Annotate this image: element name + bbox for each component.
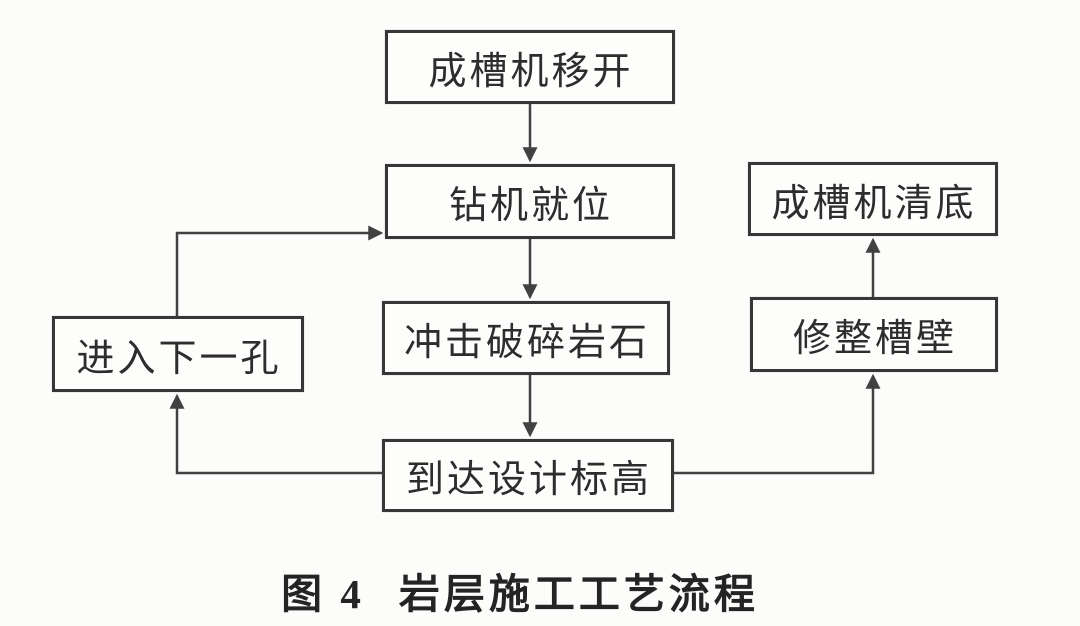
figure-caption: 图 4 岩层施工工艺流程 xyxy=(0,560,1040,620)
edge-elevation-to-trim-wall xyxy=(674,373,881,475)
figure-number: 图 4 xyxy=(281,571,365,617)
node-label: 进入下一孔 xyxy=(76,337,282,380)
node-drill-rig-in-position: 钻机就位 xyxy=(385,164,675,239)
node-label: 钻机就位 xyxy=(448,185,613,227)
node-label: 成槽机移开 xyxy=(428,50,634,93)
node-trench-machine-move-away: 成槽机移开 xyxy=(385,30,675,104)
node-trench-machine-clean-bottom: 成槽机清底 xyxy=(748,162,998,236)
node-label: 冲击破碎岩石 xyxy=(403,321,650,364)
node-label: 到达设计标高 xyxy=(405,459,652,501)
node-enter-next-hole: 进入下一孔 xyxy=(52,316,304,392)
edge-next-hole-to-drill xyxy=(175,225,384,316)
figure-title: 岩层施工工艺流程 xyxy=(398,571,759,617)
node-impact-break-rock: 冲击破碎岩石 xyxy=(382,301,670,375)
edge-elevation-to-next-hole xyxy=(169,393,382,475)
node-reach-design-elevation: 到达设计标高 xyxy=(382,439,674,512)
node-label: 修整槽壁 xyxy=(792,318,957,360)
node-trim-trench-wall: 修整槽壁 xyxy=(750,297,998,372)
node-label: 成槽机清底 xyxy=(771,182,977,225)
